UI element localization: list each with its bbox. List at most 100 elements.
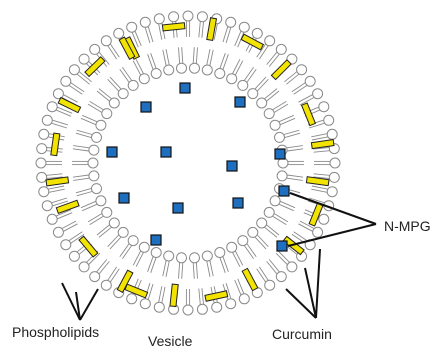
n-mpg-molecule: [279, 186, 289, 196]
n-mpg-molecule: [151, 235, 161, 245]
lipid-head: [239, 294, 249, 304]
lipid-head: [319, 214, 329, 224]
lipid-tail: [202, 288, 204, 304]
lipid-tail: [159, 286, 162, 302]
lipid-tail: [312, 186, 328, 189]
inner-phospholipid: [120, 67, 138, 90]
lipid-tail: [235, 280, 241, 295]
lipid-tail: [287, 175, 303, 177]
lipid-tail: [238, 279, 244, 294]
lipid-head: [139, 74, 149, 84]
lipid-tail: [182, 263, 183, 279]
lipid-tail: [110, 269, 119, 282]
lipid-tail: [135, 31, 141, 46]
lipid-head: [305, 76, 315, 86]
n-mpg-molecule: [173, 203, 183, 213]
inner-phospholipid: [248, 227, 268, 249]
lipid-tail: [274, 104, 288, 112]
curcumin-molecule: [271, 60, 291, 80]
lipid-tail: [166, 261, 169, 277]
lipid-tail: [71, 83, 84, 92]
curcumin-molecule: [302, 103, 316, 126]
lipid-tail: [47, 174, 63, 176]
inner-phospholipid: [88, 101, 112, 118]
lipid-head: [92, 184, 102, 194]
inner-phospholipid: [133, 242, 149, 266]
lipid-tail: [159, 24, 162, 40]
outer-phospholipid: [36, 158, 62, 168]
lipid-tail: [247, 244, 256, 257]
inner-phospholipid: [177, 47, 187, 73]
lipid-tail: [233, 253, 240, 267]
inner-phospholipid: [81, 115, 106, 130]
outer-phospholipid: [276, 251, 297, 272]
lipid-head: [61, 76, 71, 86]
inner-phospholipid: [275, 130, 301, 142]
lipid-tail: [233, 59, 240, 73]
lipid-head: [177, 63, 187, 73]
lipid-head: [151, 248, 161, 258]
lipid-tail: [298, 224, 312, 232]
lipid-head: [118, 227, 128, 237]
lipid-tail: [311, 189, 327, 192]
inner-phospholipid: [148, 248, 162, 273]
lipid-tail: [247, 69, 256, 82]
inner-phospholipid: [202, 251, 213, 277]
phospholipids-label: Phospholipids: [12, 324, 99, 340]
lipid-head: [215, 248, 225, 258]
lipid-tail: [179, 263, 180, 279]
inner-phospholipid: [238, 236, 256, 259]
lipid-head: [169, 12, 179, 22]
lipid-tail: [269, 259, 279, 271]
inner-phospholipid: [215, 248, 229, 273]
lipid-head: [270, 196, 280, 206]
lipid-tail: [210, 261, 213, 277]
lipid-head: [183, 305, 193, 315]
lipid-tail: [287, 178, 303, 180]
lipid-head: [227, 74, 237, 84]
n-mpg-molecule: [141, 102, 151, 112]
lipid-head: [190, 63, 200, 73]
lipid-head: [252, 28, 262, 38]
inner-phospholipid: [257, 218, 279, 237]
lipid-head: [102, 109, 112, 119]
inner-phospholipid: [73, 145, 99, 155]
lipid-tail: [73, 146, 89, 148]
lipid-head: [92, 132, 102, 142]
lipid-tail: [179, 47, 180, 63]
lipid-head: [212, 302, 222, 312]
curcumin-molecule: [162, 23, 185, 31]
inner-phospholipid: [227, 59, 243, 83]
inner-phospholipid: [133, 59, 149, 83]
lipid-tail: [120, 244, 129, 257]
lipid-head: [42, 201, 52, 211]
lipid-tail: [73, 178, 89, 180]
outer-phospholipid: [101, 36, 119, 59]
lipid-tail: [136, 59, 143, 73]
lipid-head: [276, 272, 286, 282]
lipid-head: [227, 242, 237, 252]
lipid-tail: [294, 85, 307, 94]
lipid-tail: [273, 101, 287, 109]
lipid-tail: [196, 47, 197, 63]
inner-phospholipid: [97, 218, 119, 237]
lipid-tail: [108, 267, 117, 280]
inner-phospholipid: [277, 171, 303, 181]
lipid-tail: [62, 221, 76, 229]
lipid-head: [127, 294, 137, 304]
lipid-head: [238, 236, 248, 246]
curcumin-molecule: [79, 236, 98, 257]
lipid-head: [275, 132, 285, 142]
lipid-head: [248, 227, 258, 237]
lipid-tail: [133, 251, 140, 265]
outer-phospholipid: [311, 186, 337, 197]
n-mpg-molecule: [227, 161, 237, 171]
lipid-head: [37, 144, 47, 154]
outer-phospholipid: [90, 259, 110, 281]
inner-phospholipid: [108, 227, 129, 249]
lipid-tail: [48, 186, 64, 189]
inner-phospholipid: [120, 236, 138, 259]
lipid-head: [226, 299, 236, 309]
lipid-head: [313, 89, 323, 99]
lipid-head: [248, 89, 258, 99]
